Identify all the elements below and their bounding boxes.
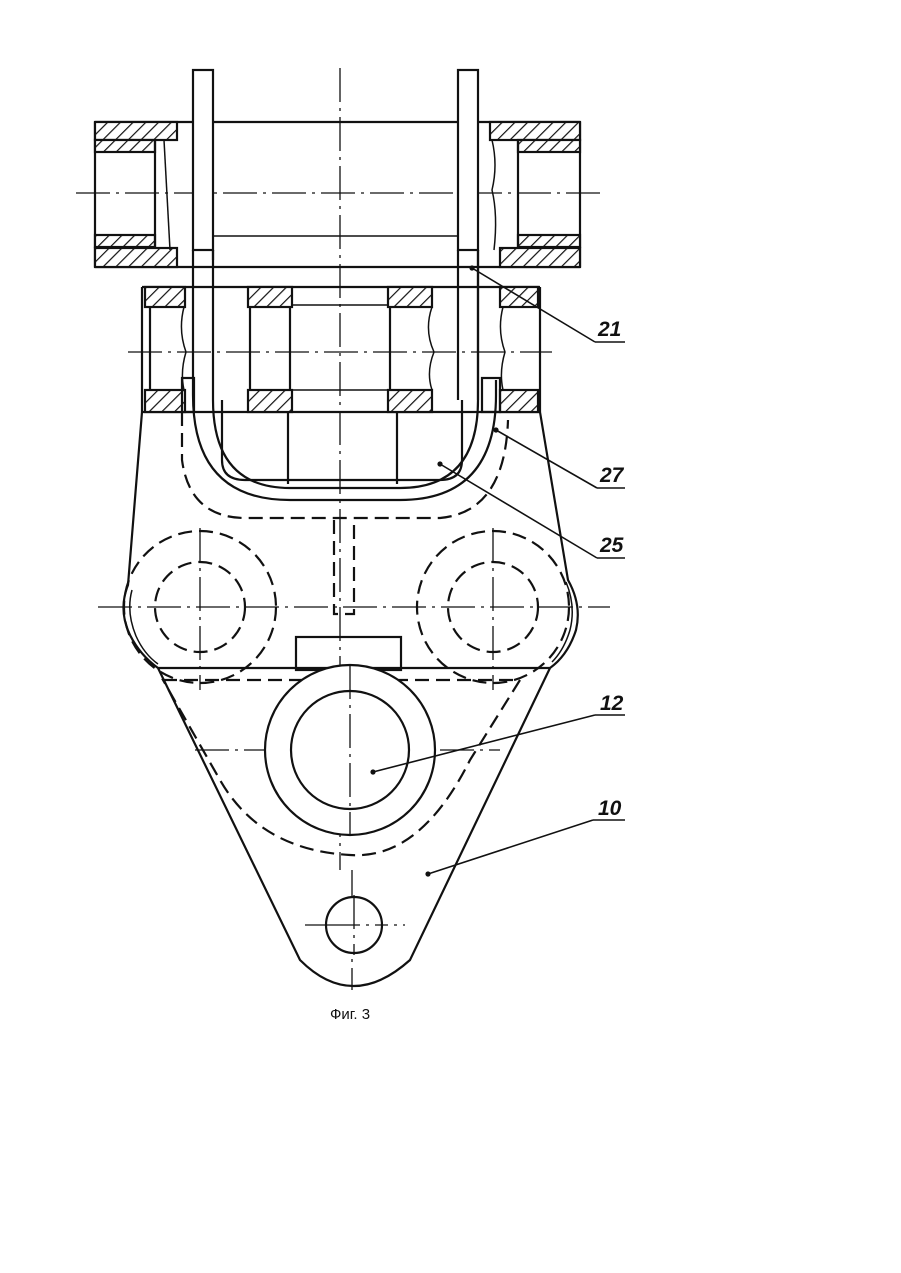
- callout-27: 27: [493, 427, 625, 488]
- u-strap: [193, 70, 496, 500]
- callout-21: 21: [469, 265, 625, 342]
- callout-label-25: 25: [599, 534, 624, 557]
- main-body: [123, 412, 577, 986]
- center-lines: [76, 68, 610, 990]
- callout-10: 10: [425, 797, 625, 877]
- callout-label-27: 27: [599, 464, 625, 487]
- callout-25: 25: [437, 461, 625, 558]
- callout-label-12: 12: [600, 692, 624, 715]
- callout-label-10: 10: [598, 797, 622, 820]
- callout-label-21: 21: [597, 318, 621, 341]
- upper-bushing-assembly: [95, 122, 580, 267]
- middle-bushing-row: [142, 287, 540, 484]
- figure-caption: Фиг. 3: [300, 1006, 400, 1023]
